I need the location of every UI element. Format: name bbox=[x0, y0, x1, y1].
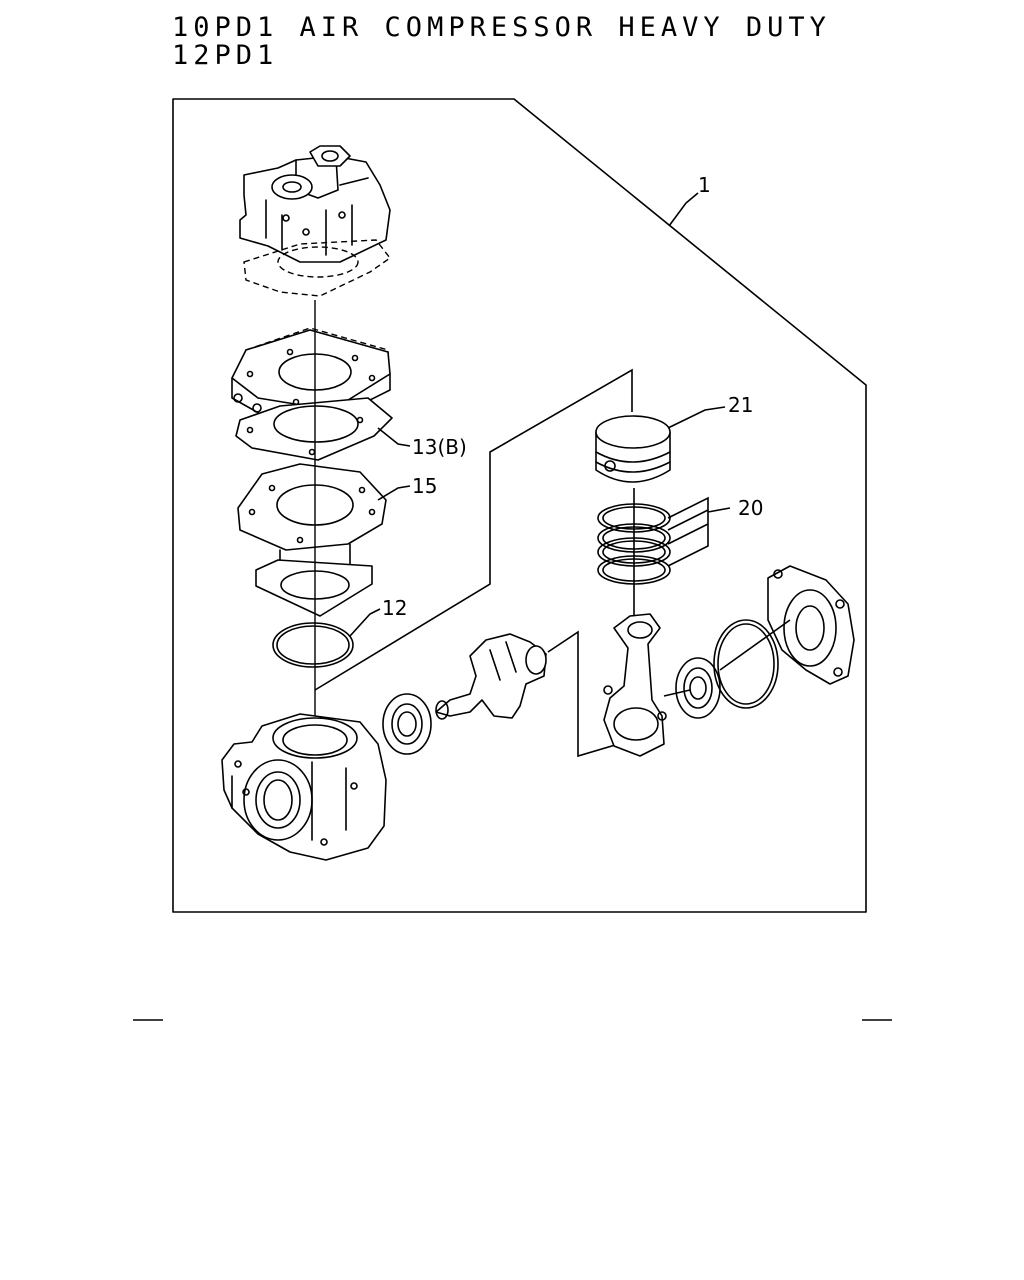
gasket-13b bbox=[235, 397, 393, 461]
leader-line-1 bbox=[668, 192, 699, 227]
bearing-right bbox=[675, 657, 721, 719]
crankshaft bbox=[435, 633, 547, 720]
callout-1: 1 bbox=[698, 173, 711, 197]
piston-21 bbox=[595, 415, 671, 483]
o-ring-12 bbox=[272, 622, 354, 668]
crankcase bbox=[221, 713, 387, 861]
diagram-frame bbox=[172, 98, 867, 913]
assembly-link-line bbox=[314, 368, 633, 691]
head-gasket bbox=[243, 239, 392, 297]
callout-13b: 13(B) bbox=[412, 435, 467, 459]
leader-line-21 bbox=[667, 406, 726, 429]
page-subtitle: 12PD1 bbox=[172, 40, 279, 71]
connecting-rod bbox=[603, 613, 667, 757]
leader-line-13b bbox=[377, 427, 411, 447]
callout-20: 20 bbox=[738, 496, 763, 520]
cover-o-ring bbox=[713, 619, 779, 709]
end-cover bbox=[767, 565, 855, 685]
callout-15: 15 bbox=[412, 474, 437, 498]
bearing-left bbox=[382, 693, 432, 755]
leader-line-15 bbox=[377, 485, 411, 501]
callout-21: 21 bbox=[728, 393, 753, 417]
cylinder-head bbox=[239, 145, 391, 263]
cylinder-15 bbox=[237, 463, 387, 617]
callout-12: 12 bbox=[382, 596, 407, 620]
leader-line-20 bbox=[667, 496, 731, 567]
page-title: 10PD1 AIR COMPRESSOR HEAVY DUTY bbox=[172, 12, 831, 43]
leader-line-12 bbox=[349, 608, 381, 637]
